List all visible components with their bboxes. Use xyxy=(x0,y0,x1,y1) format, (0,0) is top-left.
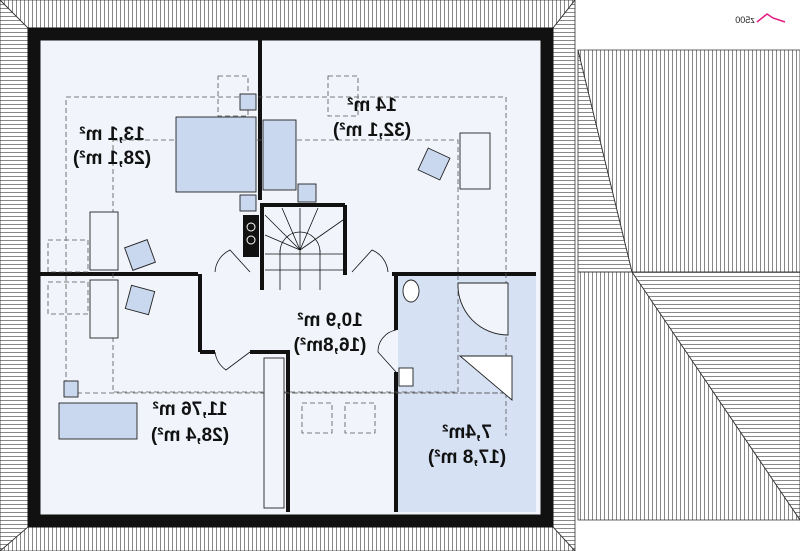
room-area: 13,1 m² xyxy=(79,124,144,145)
logo-text: z500 xyxy=(735,15,755,25)
room-gross-area: (28,4 m²) xyxy=(151,425,229,446)
room-gross-area: (16,8m²) xyxy=(294,335,367,356)
toilet xyxy=(402,279,420,303)
room-gross-area: (17,8 m²) xyxy=(428,447,506,468)
desk xyxy=(89,279,119,339)
adjacent-roof xyxy=(577,49,800,521)
interior-walls xyxy=(40,40,536,512)
logo-roof-icon xyxy=(756,13,786,23)
desk xyxy=(459,132,491,190)
burner xyxy=(246,222,256,232)
doors xyxy=(214,249,397,373)
roof-outline xyxy=(0,0,576,551)
closet xyxy=(263,357,285,509)
bathroom-floor xyxy=(398,276,536,512)
chair xyxy=(124,284,156,316)
logo: z500 xyxy=(725,8,793,30)
shower xyxy=(457,282,509,336)
room-label-5: 7,4m² (17,8 m²) xyxy=(428,422,506,468)
room-area: 7,4m² xyxy=(442,422,492,443)
chair xyxy=(417,147,451,181)
sink xyxy=(398,367,414,387)
burner xyxy=(246,235,256,245)
chair xyxy=(124,239,156,271)
room-label-3: 10,9 m² (16,8m²) xyxy=(294,310,367,356)
furniture xyxy=(58,93,513,509)
outer-wall xyxy=(27,27,554,528)
room-label-4: 11,76 m² (28,4 m²) xyxy=(151,399,229,446)
bed xyxy=(175,116,257,193)
room-label-2: 14 m² (32,1 m²) xyxy=(333,95,411,141)
room-label-1: 13,1 m² (28,1 m²) xyxy=(73,124,151,169)
room-gross-area: (28,1 m²) xyxy=(73,148,151,169)
room-area: 11,76 m² xyxy=(153,399,228,420)
room-gross-area: (32,1 m²) xyxy=(333,120,411,141)
desk xyxy=(89,211,119,271)
room-area: 10,9 m² xyxy=(297,310,362,331)
bathtub xyxy=(458,355,513,401)
bed xyxy=(58,402,138,440)
room-area: 14 m² xyxy=(347,95,397,116)
staircase xyxy=(264,207,344,290)
wardrobe xyxy=(262,119,297,191)
